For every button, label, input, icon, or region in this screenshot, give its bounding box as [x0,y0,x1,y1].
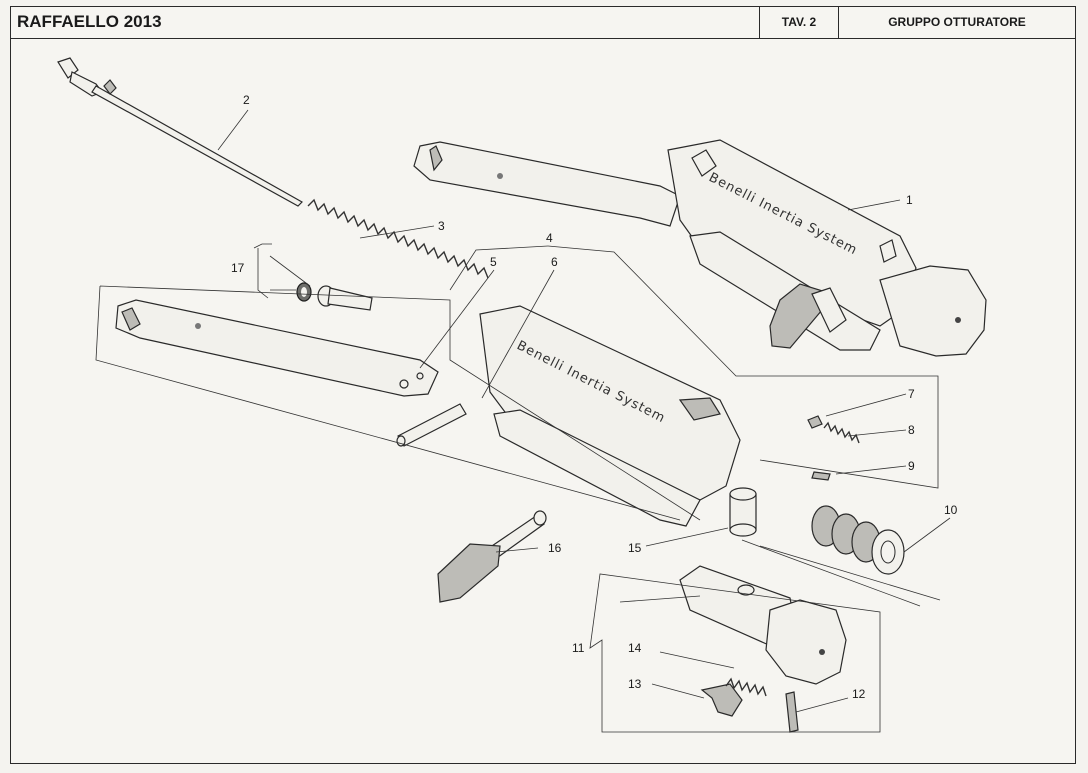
leader-lines [95,109,951,733]
callout-10: 10 [944,503,958,517]
callout-15: 15 [628,541,642,555]
callout-8: 8 [908,423,915,437]
callout-6: 6 [551,255,558,269]
link-pin [729,487,757,537]
bolt-carrier: Benelli Inertia System [115,299,741,527]
callout-13: 13 [628,677,642,691]
callout-9: 9 [908,459,915,473]
assembled-bolt: Benelli Inertia System [413,139,987,357]
operating-handle [437,510,547,603]
callout-2: 2 [243,93,250,107]
title-block: RAFFAELLO 2013 TAV. 2 GRUPPO OTTURATORE [11,7,1075,39]
detent-parts [807,415,860,481]
callout-3: 3 [438,219,445,233]
callout-7: 7 [908,387,915,401]
callout-4: 4 [546,231,553,245]
cross-pin [396,403,467,447]
callout-5: 5 [490,255,497,269]
callout-12: 12 [852,687,866,701]
callout-16: 16 [548,541,562,555]
callout-1: 1 [906,193,913,207]
callout-11: 11 [572,641,585,655]
bolt-head [679,565,847,685]
group-title: GRUPPO OTTURATORE [888,15,1026,29]
firing-pin-spring [307,198,489,279]
callout-14: 14 [628,641,642,655]
firing-pin [57,57,303,207]
extractor-parts [700,677,799,733]
retaining-pin-assembly [296,282,373,311]
model-title: RAFFAELLO 2013 [11,7,760,38]
plate-number: TAV. 2 [760,7,839,38]
inertia-spring [811,505,905,575]
callout-numbers: 2 3 4 5 6 1 17 7 8 9 10 16 15 11 14 13 1… [231,93,958,701]
callout-17: 17 [231,261,245,275]
